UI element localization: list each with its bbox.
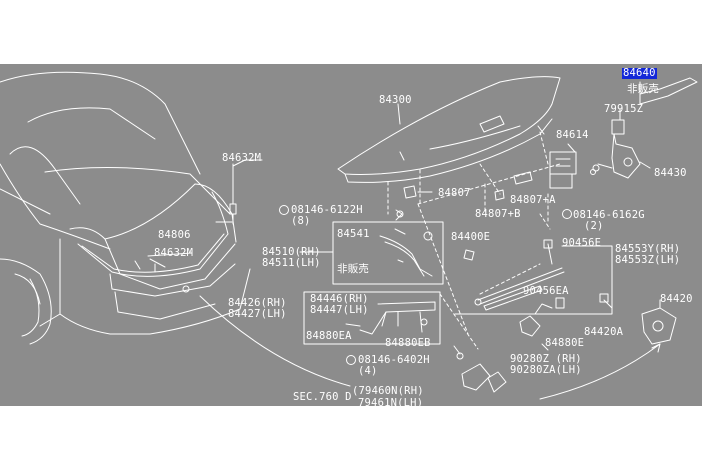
qty-8: (8)	[291, 215, 311, 227]
part-label-84427lh[interactable]: 84427(LH)	[228, 308, 287, 320]
part-label-84420a[interactable]: 84420A	[584, 326, 624, 338]
trunk-lock-assembly	[549, 143, 577, 189]
not-for-sale-label: 非販売	[627, 83, 660, 95]
bumper-pads	[403, 171, 533, 201]
part-label-79461n[interactable]: 79461N(LH)	[358, 397, 424, 407]
part-label-79915z[interactable]: 79915Z	[604, 103, 644, 115]
key-cylinder-assembly	[592, 77, 698, 179]
bolt-markers	[279, 169, 596, 365]
part-label-84553y[interactable]: 84553Y(RH)	[615, 243, 681, 255]
part-label-84430[interactable]: 84430	[654, 167, 687, 179]
strut-label-box	[454, 245, 613, 315]
part-label-90456ea[interactable]: 90456EA	[523, 285, 569, 297]
part-label-84640[interactable]: 84640	[622, 67, 657, 79]
part-label-84541[interactable]: 84541	[337, 228, 370, 240]
curved-arrows	[199, 295, 661, 400]
part-label-84420[interactable]: 84420	[660, 293, 693, 305]
gas-strut	[474, 239, 565, 311]
part-label-84632m-lower[interactable]: 84632M	[154, 247, 194, 259]
part-label-84300[interactable]: 84300	[379, 94, 412, 106]
part-label-08146-6162g[interactable]: 08146-6162G	[573, 209, 645, 221]
part-label-84447lh[interactable]: 84447(LH)	[310, 304, 369, 316]
part-label-79460n[interactable]: (79460N(RH)	[352, 385, 424, 397]
parts-diagram-drawing	[0, 71, 698, 400]
part-label-84806[interactable]: 84806	[158, 229, 191, 241]
torsion-bar-box	[303, 291, 441, 345]
qty-4: (4)	[358, 365, 378, 377]
part-label-08146-6402h[interactable]: 08146-6402H	[358, 354, 430, 366]
striker-assembly	[599, 293, 677, 345]
part-label-84880e[interactable]: 84880E	[545, 337, 585, 349]
part-label-90280z[interactable]: 90280Z (RH)	[510, 353, 582, 365]
hinge-box	[299, 221, 475, 285]
section-reference-sec760[interactable]: SEC.760 D	[293, 391, 352, 403]
car-rear-body	[0, 71, 251, 345]
qty-2: (2)	[584, 220, 604, 232]
part-label-84632m-top[interactable]: 84632M	[222, 152, 262, 164]
part-label-84614[interactable]: 84614	[556, 129, 589, 141]
part-label-84426rh[interactable]: 84426(RH)	[228, 297, 287, 309]
latch-parts	[453, 303, 553, 393]
car-leader-lines	[147, 159, 263, 257]
part-label-84880eb[interactable]: 84880EB	[385, 337, 431, 349]
part-label-08146-6122h[interactable]: 08146-6122H	[291, 204, 363, 216]
part-label-84553z[interactable]: 84553Z(LH)	[615, 254, 681, 266]
not-for-sale-label-2: 非販売	[337, 263, 370, 275]
part-label-84807b[interactable]: 84807+B	[475, 208, 521, 220]
part-label-84446rh[interactable]: 84446(RH)	[310, 293, 369, 305]
part-label-84510rh[interactable]: 84510(RH)	[262, 246, 321, 258]
part-label-84400e[interactable]: 84400E	[451, 231, 491, 243]
trunk-lid-drawing	[337, 76, 561, 183]
part-label-84807[interactable]: 84807	[438, 187, 471, 199]
part-label-90280za[interactable]: 90280ZA(LH)	[510, 364, 582, 376]
dashed-leader-lines	[387, 131, 561, 350]
part-label-90456e[interactable]: 90456E	[562, 237, 602, 249]
parts-diagram-panel: 84640 非販売 79915Z 84300 84614 84430 84632…	[0, 64, 702, 406]
part-label-84880ea[interactable]: 84880EA	[306, 330, 352, 342]
part-label-84807a[interactable]: 84807+A	[510, 194, 556, 206]
part-label-84511lh[interactable]: 84511(LH)	[262, 257, 321, 269]
